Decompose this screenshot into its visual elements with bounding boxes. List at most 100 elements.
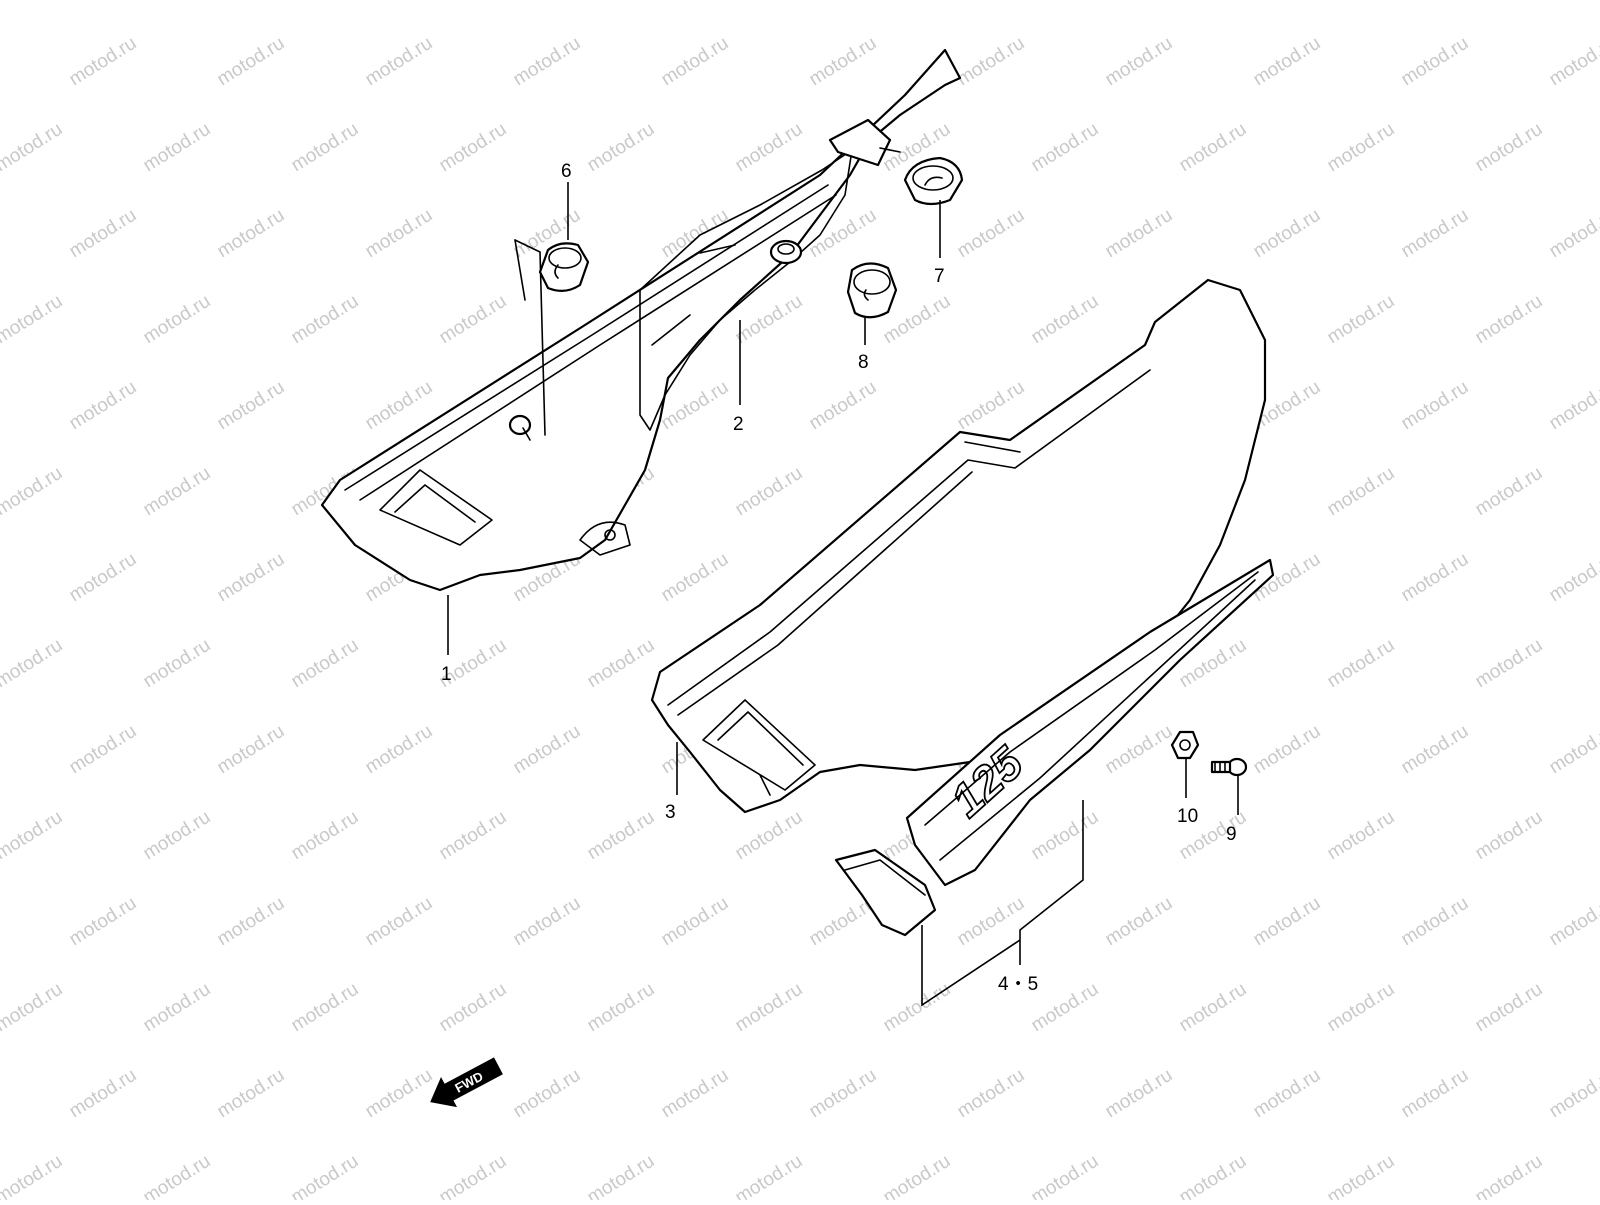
- watermark-text: motod.ru: [1102, 33, 1177, 91]
- callout-4-5: 4・5: [998, 974, 1038, 995]
- part-4-5-decal: 125: [834, 558, 1275, 937]
- watermark-text: motod.ru: [1472, 1151, 1547, 1200]
- watermark-text: motod.ru: [510, 893, 585, 951]
- watermark-text: motod.ru: [1250, 893, 1325, 951]
- watermark-text: motod.ru: [732, 979, 807, 1037]
- callout-labels: 1 2 3 4・5 6 7 8 9 10: [441, 161, 1237, 995]
- fwd-arrow: FWD: [430, 1057, 503, 1108]
- watermark-text: motod.ru: [584, 807, 659, 865]
- watermark-text: motod.ru: [1398, 205, 1473, 263]
- watermark-text: motod.ru: [732, 1151, 807, 1200]
- watermark-text: motod.ru: [658, 33, 733, 91]
- watermark-text: motod.ru: [436, 979, 511, 1037]
- watermark-text: motod.ru: [658, 377, 733, 435]
- watermark-text: motod.ru: [1028, 979, 1103, 1037]
- watermark-text: motod.ru: [1028, 807, 1103, 865]
- watermark-text: motod.ru: [806, 1065, 881, 1123]
- watermark-text: motod.ru: [214, 549, 289, 607]
- watermark-text: motod.ru: [140, 291, 215, 349]
- watermark-text: motod.ru: [1324, 1151, 1399, 1200]
- watermark-text: motod.ru: [510, 33, 585, 91]
- watermark-text: motod.ru: [66, 377, 141, 435]
- callout-1: 1: [441, 664, 452, 685]
- watermark-text: motod.ru: [140, 0, 215, 4]
- watermark-text: motod.ru: [1102, 205, 1177, 263]
- watermark-text: motod.ru: [140, 119, 215, 177]
- watermark-text: motod.ru: [1546, 33, 1600, 91]
- callout-7: 7: [934, 266, 945, 287]
- watermark-text: motod.ru: [362, 1065, 437, 1123]
- watermark-text: motod.ru: [510, 721, 585, 779]
- watermark-text: motod.ru: [1250, 1065, 1325, 1123]
- watermark-text: motod.ru: [732, 291, 807, 349]
- watermark-text: motod.ru: [1102, 1065, 1177, 1123]
- watermark-text: motod.ru: [362, 33, 437, 91]
- watermark-text: motod.ru: [288, 979, 363, 1037]
- watermark-text: motod.ru: [658, 549, 733, 607]
- watermark-text: motod.ru: [1472, 119, 1547, 177]
- callout-8: 8: [858, 352, 869, 373]
- callout-6: 6: [561, 161, 572, 182]
- callout-10: 10: [1177, 806, 1198, 827]
- watermark-text: motod.ru: [1102, 721, 1177, 779]
- watermark-text: motod.ru: [584, 1151, 659, 1200]
- watermark-text: motod.ru: [1250, 721, 1325, 779]
- watermark-text: motod.ru: [214, 1065, 289, 1123]
- watermark-text: motod.ru: [1028, 1151, 1103, 1200]
- watermark-text: motod.ru: [66, 1065, 141, 1123]
- watermark-text: motod.ru: [1398, 893, 1473, 951]
- watermark-text: motod.ru: [436, 807, 511, 865]
- leader-lines: [447, 182, 1239, 1007]
- callout-2: 2: [733, 414, 744, 435]
- watermark-text: motod.ru: [1472, 635, 1547, 693]
- watermark-text: motod.ru: [288, 291, 363, 349]
- watermark-text: motod.ru: [806, 33, 881, 91]
- watermark-text: motod.ru: [1472, 291, 1547, 349]
- watermark-text: motod.ru: [1324, 635, 1399, 693]
- watermark-text: motod.ru: [1028, 119, 1103, 177]
- watermark-text: motod.ru: [954, 1065, 1029, 1123]
- watermark-text: motod.ru: [66, 721, 141, 779]
- watermark-text: motod.ru: [436, 0, 511, 4]
- watermark-text: motod.ru: [66, 205, 141, 263]
- watermark-text: motod.ru: [66, 33, 141, 91]
- watermark-text: motod.ru: [362, 893, 437, 951]
- watermark-text: motod.ru: [0, 807, 66, 865]
- watermark-text: motod.ru: [1176, 0, 1251, 4]
- watermark-text: motod.ru: [1546, 893, 1600, 951]
- watermark-text: motod.ru: [732, 463, 807, 521]
- watermark-text: motod.ru: [0, 463, 66, 521]
- watermark-text: motod.ru: [1176, 979, 1251, 1037]
- watermark-text: motod.ru: [362, 721, 437, 779]
- watermark-text: motod.ru: [1472, 463, 1547, 521]
- watermark-text: motod.ru: [214, 893, 289, 951]
- watermark-text: motod.ru: [214, 721, 289, 779]
- watermark-text: motod.ru: [362, 205, 437, 263]
- watermark-text: motod.ru: [0, 635, 66, 693]
- watermark-text: motod.ru: [880, 1151, 955, 1200]
- part-7-grommet: [903, 156, 964, 206]
- watermark-text: motod.ru: [436, 291, 511, 349]
- watermark-text: motod.ru: [880, 979, 955, 1037]
- watermark-text: motod.ru: [0, 979, 66, 1037]
- watermark-text: motod.ru: [584, 635, 659, 693]
- watermark-text: motod.ru: [1028, 0, 1103, 4]
- watermark-text: motod.ru: [1546, 377, 1600, 435]
- watermark-text: motod.ru: [0, 0, 66, 4]
- watermark-text: motod.ru: [1028, 291, 1103, 349]
- watermark-text: motod.ru: [1546, 721, 1600, 779]
- watermark-text: motod.ru: [1250, 205, 1325, 263]
- watermark-text: motod.ru: [1398, 549, 1473, 607]
- watermark-text: motod.ru: [1398, 377, 1473, 435]
- part-8-spacer: [846, 262, 898, 319]
- watermark-text: motod.ru: [1398, 721, 1473, 779]
- watermark-text: motod.ru: [584, 0, 659, 4]
- watermark-text: motod.ru: [1324, 979, 1399, 1037]
- watermark-text: motod.ru: [732, 807, 807, 865]
- fwd-arrow-icon: [430, 1057, 503, 1108]
- watermark-text: motod.ru: [214, 33, 289, 91]
- watermark-text: motod.ru: [1546, 1065, 1600, 1123]
- watermark-text: motod.ru: [1398, 33, 1473, 91]
- watermark-text: motod.ru: [214, 205, 289, 263]
- watermark-text: motod.ru: [1324, 807, 1399, 865]
